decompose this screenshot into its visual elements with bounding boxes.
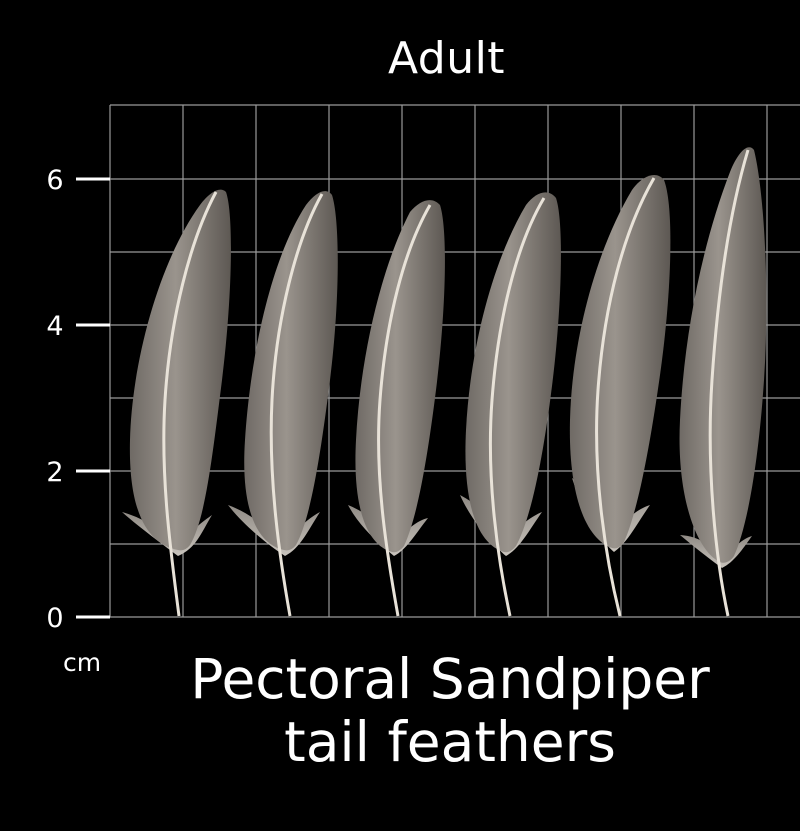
feather-5: [569, 175, 671, 617]
caption-line-1: Pectoral Sandpiper: [190, 647, 710, 711]
feather-4: [460, 192, 561, 617]
tick-label-0: 0: [46, 603, 63, 634]
grid: [109, 104, 800, 618]
unit-label: cm: [63, 648, 102, 677]
tick-label-6: 6: [46, 165, 63, 196]
feather-2: [228, 191, 338, 617]
caption: Pectoral Sandpiper tail feathers: [100, 648, 800, 774]
caption-line-2: tail feathers: [284, 710, 616, 774]
tick-label-4: 4: [46, 311, 63, 342]
feather-6: [679, 147, 767, 617]
feather-3: [348, 200, 445, 617]
tick-label-2: 2: [46, 457, 63, 488]
figure-title: Adult: [387, 33, 506, 84]
scale-axis: [76, 177, 110, 619]
feather-1: [122, 189, 231, 617]
